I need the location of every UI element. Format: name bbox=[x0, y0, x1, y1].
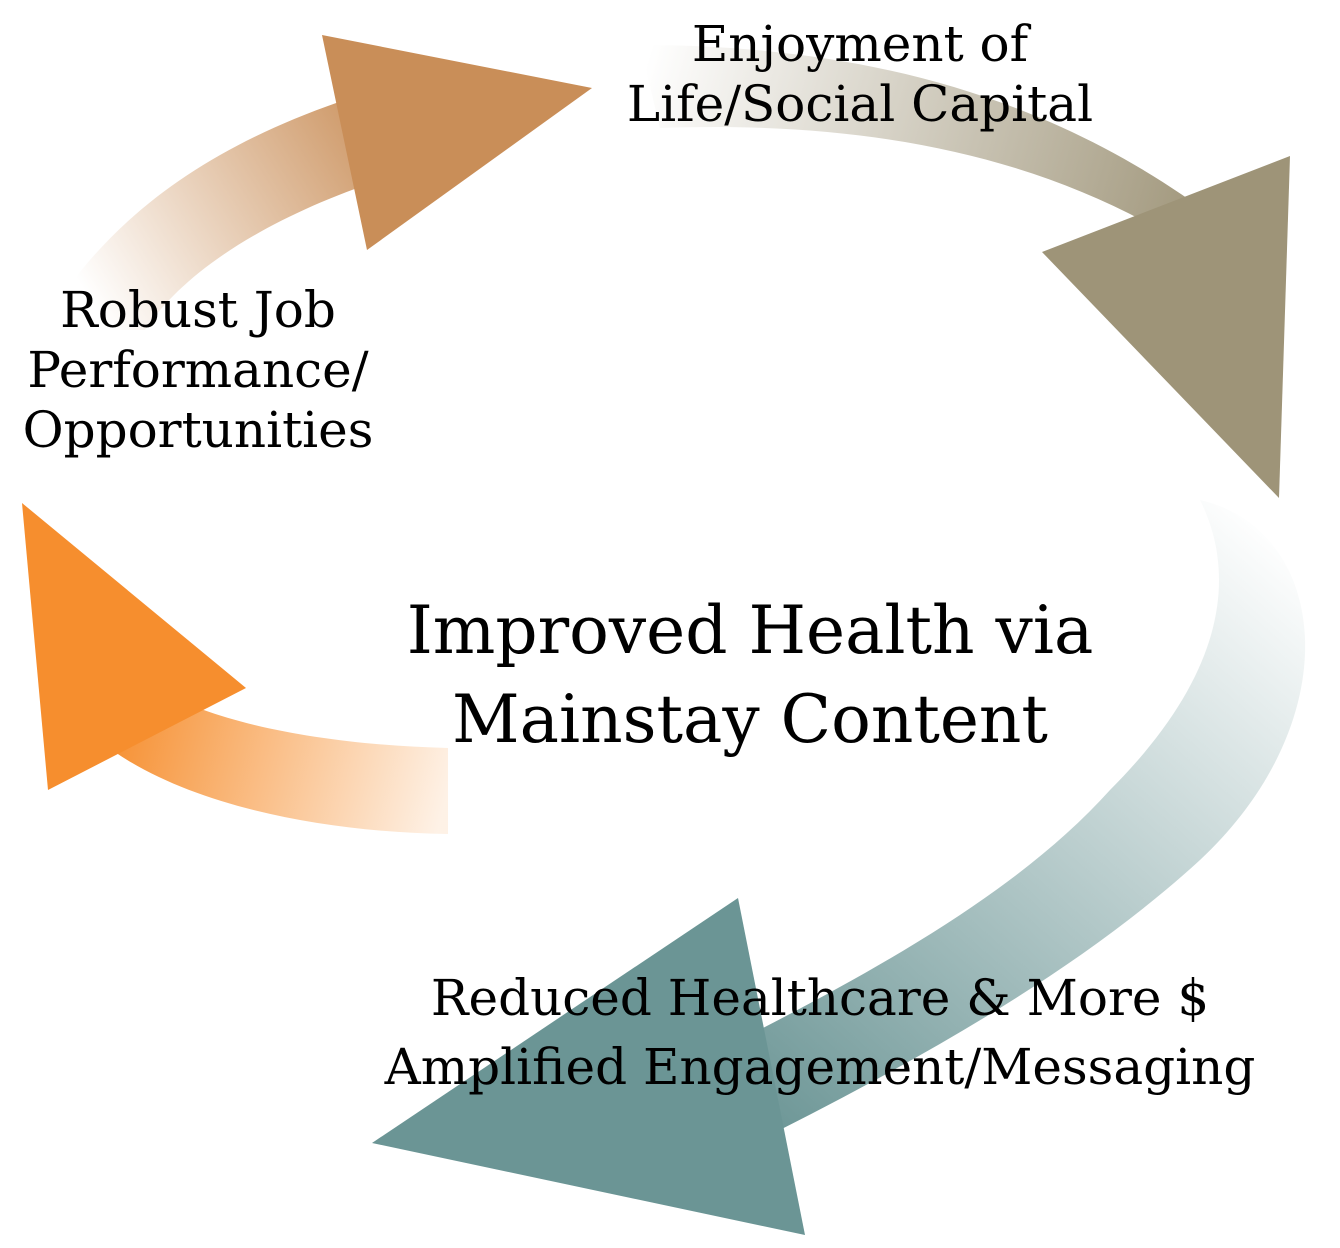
node-reduced-line1: Reduced Healthcare & More $ bbox=[430, 969, 1210, 1027]
arrow-bottom-body bbox=[700, 500, 1306, 1145]
arrow-left bbox=[22, 503, 448, 834]
node-robust-line3: Opportunities bbox=[22, 401, 374, 459]
center-title-line1: Improved Health via bbox=[406, 592, 1094, 669]
arrow-top bbox=[40, 35, 592, 330]
center-title: Improved Health via Mainstay Content bbox=[380, 586, 1120, 764]
arrow-right bbox=[640, 45, 1290, 498]
arrow-top-body bbox=[40, 95, 395, 330]
node-enjoyment-line2: Life/Social Capital bbox=[626, 75, 1094, 133]
arrow-right-head bbox=[1042, 156, 1290, 498]
node-robust-job-performance: Robust Job Performance/ Opportunities bbox=[8, 280, 388, 460]
arrow-bottom-head bbox=[372, 898, 805, 1235]
node-robust-line1: Robust Job bbox=[60, 281, 336, 339]
node-enjoyment-line1: Enjoyment of bbox=[691, 15, 1029, 73]
node-enjoyment-of-life: Enjoyment of Life/Social Capital bbox=[600, 14, 1120, 134]
node-reduced-healthcare: Reduced Healthcare & More $ Amplified En… bbox=[330, 964, 1310, 1102]
node-reduced-line2: Amplified Engagement/Messaging bbox=[384, 1038, 1256, 1096]
arrow-left-body bbox=[105, 690, 448, 834]
arrow-top-head bbox=[322, 35, 592, 250]
arrow-bottom bbox=[372, 500, 1306, 1235]
center-title-line2: Mainstay Content bbox=[452, 681, 1048, 759]
arrow-left-head bbox=[22, 503, 246, 790]
arrow-right-body bbox=[640, 45, 1220, 258]
node-robust-line2: Performance/ bbox=[27, 341, 369, 399]
